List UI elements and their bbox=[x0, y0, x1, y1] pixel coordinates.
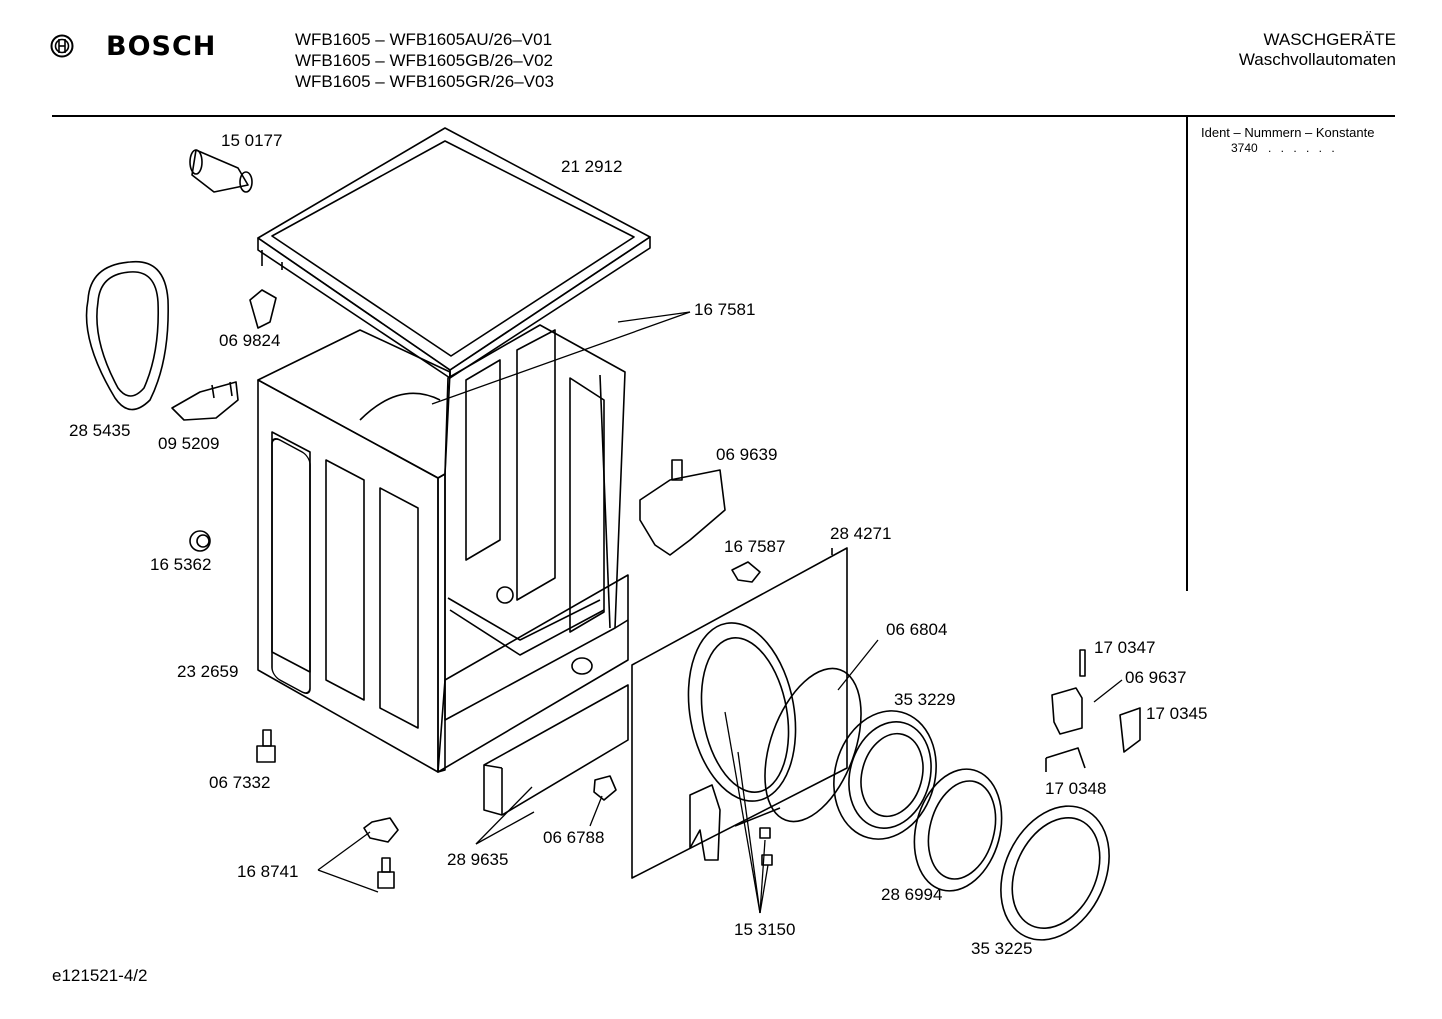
part-label: 28 6994 bbox=[881, 885, 943, 904]
part-label: 06 9639 bbox=[716, 445, 778, 464]
part-label: 06 9637 bbox=[1125, 668, 1187, 687]
anchor-part bbox=[363, 817, 399, 889]
ident-title: Ident – Nummern – Konstante bbox=[1201, 125, 1375, 140]
part-label: 06 6804 bbox=[886, 620, 948, 639]
handle-part bbox=[1051, 687, 1083, 735]
control-strip-part bbox=[483, 684, 629, 816]
ident-value: 3740 bbox=[1231, 141, 1258, 155]
part-label: 28 5435 bbox=[69, 421, 131, 440]
part-label: 15 0177 bbox=[221, 131, 283, 150]
clip-part bbox=[249, 289, 277, 329]
foot-part bbox=[256, 729, 276, 763]
model-line: WFB1605 – WFB1605AU/26–V01 bbox=[295, 30, 553, 49]
ident-dots: . . . . . . bbox=[1268, 141, 1338, 155]
part-label: 17 0347 bbox=[1094, 638, 1156, 657]
spring-plate-part bbox=[1119, 707, 1141, 753]
bosch-logo-icon bbox=[50, 34, 74, 58]
part-label: 17 0345 bbox=[1146, 704, 1208, 723]
part-label: 16 7581 bbox=[694, 300, 756, 319]
leader-lines bbox=[317, 311, 1123, 914]
door-lock-part bbox=[639, 459, 726, 556]
cabinet-housing-part bbox=[257, 324, 629, 773]
brand-name: BOSCH bbox=[106, 31, 217, 62]
part-label: 06 6788 bbox=[543, 828, 605, 847]
part-label: 17 0348 bbox=[1045, 779, 1107, 798]
lock-clip-part bbox=[731, 561, 761, 583]
part-label: 23 2659 bbox=[177, 662, 239, 681]
part-label: 16 8741 bbox=[237, 862, 299, 881]
model-line: WFB1605 – WFB1605GR/26–V03 bbox=[295, 72, 554, 91]
pin-part bbox=[1079, 649, 1086, 677]
part-label: 15 3150 bbox=[734, 920, 796, 939]
door-frame-part bbox=[833, 710, 937, 840]
part-label: 06 7332 bbox=[209, 773, 271, 792]
part-label: 21 2912 bbox=[561, 157, 623, 176]
part-label: 35 3225 bbox=[971, 939, 1033, 958]
hinge-part bbox=[689, 784, 721, 861]
part-label: 28 9635 bbox=[447, 850, 509, 869]
door-outer-ring-part bbox=[1000, 805, 1110, 941]
part-label: 35 3229 bbox=[894, 690, 956, 709]
header-divider bbox=[52, 115, 1395, 117]
pump-part bbox=[189, 149, 253, 193]
document-code: e121521-4/2 bbox=[52, 966, 148, 985]
belt-part bbox=[85, 260, 169, 411]
front-panel-part bbox=[631, 547, 848, 879]
model-line: WFB1605 – WFB1605GB/26–V02 bbox=[295, 51, 553, 70]
valve-part bbox=[593, 775, 617, 801]
part-label: 16 7587 bbox=[724, 537, 786, 556]
part-label: 16 5362 bbox=[150, 555, 212, 574]
side-divider bbox=[1186, 117, 1188, 591]
category-subtitle: Waschvollautomaten bbox=[1238, 50, 1396, 69]
bracket-part bbox=[171, 381, 239, 421]
part-label: 28 4271 bbox=[830, 524, 892, 543]
cap-part bbox=[189, 530, 211, 552]
category-title: WASCHGERÄTE bbox=[1263, 30, 1396, 49]
part-label: 06 9824 bbox=[219, 331, 281, 350]
spring-part bbox=[1045, 747, 1086, 772]
part-label: 09 5209 bbox=[158, 434, 220, 453]
door-glass-part bbox=[913, 768, 1003, 892]
